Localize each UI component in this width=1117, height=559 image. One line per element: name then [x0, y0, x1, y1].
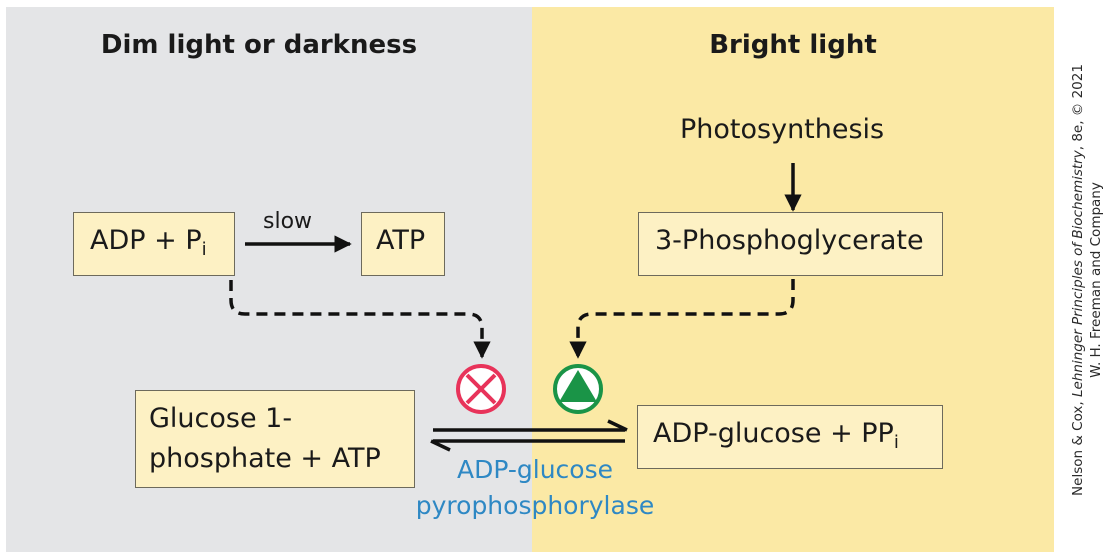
atp-text: ATP [376, 225, 426, 256]
credit-line2: W. H. Freeman and Company [1088, 182, 1104, 378]
credit-line1-prefix: Nelson & Cox, [1070, 396, 1086, 496]
enzyme-label-line1: ADP-glucose [456, 455, 613, 484]
glucose-1-phosphate-line2: phosphate + ATP [149, 443, 381, 474]
credit-line1-suffix: , 8e, © 2021 [1070, 64, 1086, 151]
enzyme-label-line2: pyrophosphorylase [415, 491, 655, 520]
adp-glucose-box: ADP-glucose + PPi [637, 405, 943, 469]
enzyme-label: ADP-glucose pyrophosphorylase [405, 452, 665, 524]
activation-dashed-line [569, 279, 795, 359]
photosynthesis-label: Photosynthesis [680, 114, 885, 145]
adp-pi-subscript: i [201, 239, 207, 260]
reversible-reaction-arrows [430, 419, 628, 452]
circled-x-icon [456, 364, 506, 414]
slow-label: slow [263, 209, 313, 234]
glucose-1-phosphate-box: Glucose 1- phosphate + ATP [135, 390, 415, 488]
credit-line1: Nelson & Cox, Lehninger Principles of Bi… [1069, 64, 1087, 496]
bright-light-heading: Bright light [709, 30, 877, 60]
circled-triangle-icon [553, 364, 603, 414]
atp-box: ATP [361, 212, 445, 276]
phosphoglycerate-box: 3-Phosphoglycerate [638, 212, 943, 276]
phosphoglycerate-text: 3-Phosphoglycerate [655, 225, 924, 256]
inhibition-dashed-line [229, 280, 491, 359]
glucose-1-phosphate-line1: Glucose 1- [149, 403, 293, 434]
adp-pi-text: ADP + P [90, 225, 202, 256]
dim-light-heading: Dim light or darkness [100, 30, 418, 60]
adp-pi-box: ADP + Pi [73, 212, 235, 276]
adp-glucose-text: ADP-glucose + PP [653, 418, 894, 449]
adp-glucose-subscript: i [893, 432, 899, 453]
credit-book-title: Lehninger Principles of Biochemistry [1070, 150, 1086, 397]
